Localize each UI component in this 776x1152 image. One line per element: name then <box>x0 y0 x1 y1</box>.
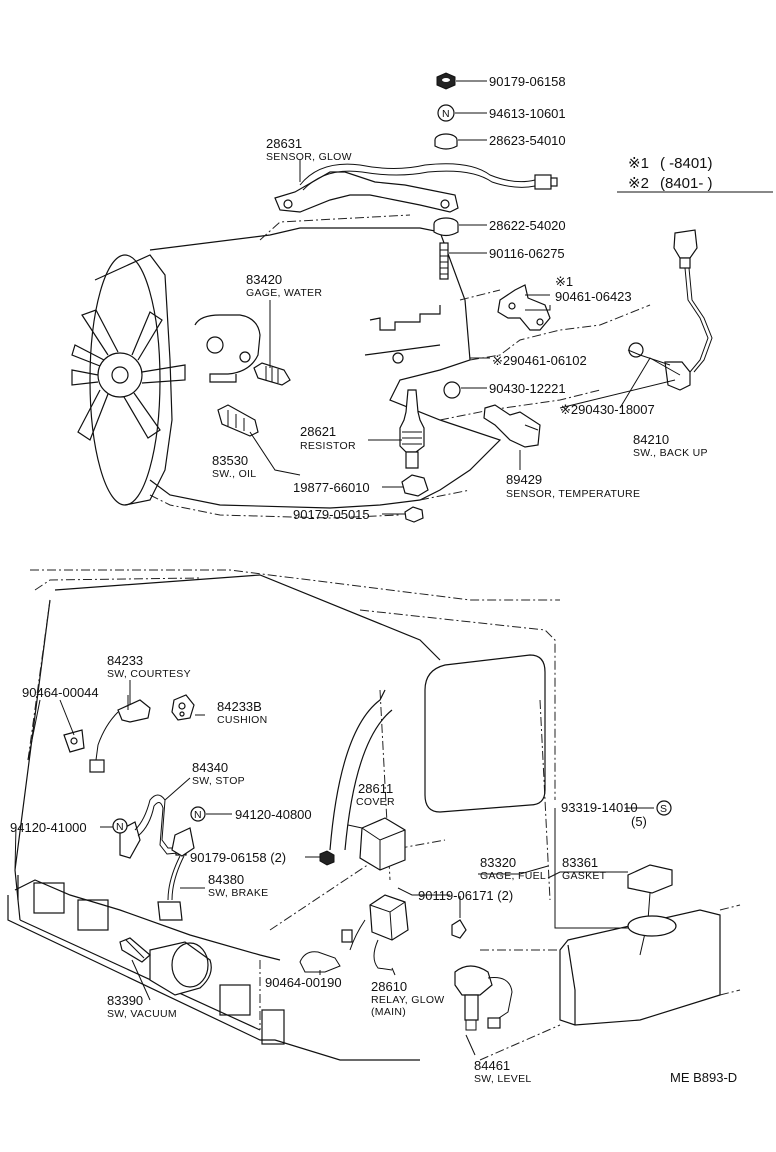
cushion-84233B <box>171 694 195 721</box>
label-num: 84461 <box>474 1058 510 1073</box>
label-num: 83320 <box>480 855 516 870</box>
part-labels: 90179-06158 94613-10601 28623-54010 2863… <box>10 74 708 1085</box>
label-num: ※1 <box>555 274 573 289</box>
label-num: 83530 <box>212 453 248 468</box>
nut-19877-66010 <box>401 474 429 497</box>
nut-94120-41000 <box>112 818 128 834</box>
water-gage-83420 <box>253 362 291 386</box>
label-name: RELAY, GLOW <box>371 994 445 1006</box>
label-name: SW., BACK UP <box>633 447 708 459</box>
vacuum-switch-83390 <box>119 937 151 963</box>
fan <box>71 309 186 441</box>
label-num: 94613-10601 <box>489 106 566 121</box>
courtesy-switch-84233 <box>89 695 151 773</box>
label-name: GAGE, FUEL <box>480 870 546 882</box>
label-num: 90119-06171 (2) <box>418 888 513 903</box>
label-num: 94120-40800 <box>235 807 312 822</box>
label-num: 84380 <box>208 872 244 887</box>
label-num: 93319-14010 <box>561 800 638 815</box>
svg-text:S: S <box>660 803 667 815</box>
label-num: 28621 <box>300 424 336 439</box>
engine-block-outline <box>71 214 651 519</box>
level-switch-84461 <box>454 965 513 1031</box>
label-num: 90116-06275 <box>489 246 565 261</box>
label-name: SW, BRAKE <box>208 887 268 899</box>
resistor-28621 <box>399 389 425 469</box>
label-name: SW, VACUUM <box>107 1008 177 1020</box>
label-name: SENSOR, GLOW <box>266 151 352 163</box>
clip-90464-00044 <box>63 729 85 753</box>
label-num: 90430-12221 <box>489 381 566 396</box>
label-name: SW., OIL <box>212 468 256 480</box>
label-num: 28623-54010 <box>489 133 566 148</box>
back-up-switch-84210 <box>628 229 713 391</box>
label-num: ※290430-18007 <box>560 402 655 417</box>
grommet-28622-54020 <box>433 217 459 237</box>
grommet-28623-54010 <box>434 133 458 150</box>
label-name: CUSHION <box>217 714 268 726</box>
label-num: 84233B <box>217 699 262 714</box>
label-num: 90179-05015 <box>293 507 370 522</box>
label-num: 19877-66010 <box>293 480 370 495</box>
nut-90179-05015 <box>404 506 424 523</box>
label-name: SW, STOP <box>192 775 245 787</box>
label-num: 89429 <box>506 472 542 487</box>
svg-text:N: N <box>442 108 450 120</box>
label-name: GAGE, WATER <box>246 287 322 299</box>
label-num: 90461-06423 <box>555 289 632 304</box>
fuel-gage-83320 <box>627 864 677 956</box>
nut-90179-06158-lower <box>319 850 335 866</box>
label-num: 84340 <box>192 760 228 775</box>
bracket-90461 <box>497 284 551 331</box>
stud-90116-06275 <box>439 242 449 280</box>
label-num: (5) <box>631 814 647 829</box>
label-name: RESISTOR <box>300 440 356 452</box>
legend-range-2: (8401- ) <box>660 175 713 192</box>
svg-text:N: N <box>194 809 202 821</box>
screw-93319-14010: S <box>656 800 672 816</box>
label-num: 28611 <box>358 781 393 796</box>
clip-90464-00190 <box>299 951 341 973</box>
washer-90430-12221 <box>443 381 461 399</box>
legend-mark-2: ※2 <box>628 175 649 192</box>
label-num: 90179-06158 (2) <box>190 850 286 865</box>
label-name: COVER <box>356 796 395 808</box>
label-num: 28610 <box>371 979 407 994</box>
label-name: SW, COURTESY <box>107 668 191 680</box>
label-num: 90179-06158 <box>489 74 566 89</box>
label-num: (MAIN) <box>371 1006 406 1018</box>
label-num: 90464-00190 <box>265 975 342 990</box>
leader-lines-lower <box>14 680 654 1056</box>
nut-94120-41000-symbol: N <box>116 821 124 833</box>
label-name: SENSOR, TEMPERATURE <box>506 488 640 500</box>
diagram-code: ME B893-D <box>670 1070 737 1085</box>
label-num: 83390 <box>107 993 143 1008</box>
cover-28611 <box>347 817 406 871</box>
washer-94613-10601: N <box>437 104 455 122</box>
label-num: 83361 <box>562 855 598 870</box>
legend-range-1: ( -8401) <box>660 155 713 172</box>
nut-90179-06158 <box>436 72 456 90</box>
brake-switch-84380: N <box>157 806 206 921</box>
label-num: 94120-41000 <box>10 820 87 835</box>
label-num: 28622-54020 <box>489 218 566 233</box>
label-num: 83420 <box>246 272 282 287</box>
bolt-90119-06171 <box>451 919 467 939</box>
label-num: 84210 <box>633 432 669 447</box>
legend-text: ※1 ( -8401) ※2 (8401- ) <box>628 155 713 192</box>
legend-mark-1: ※1 <box>628 155 649 172</box>
label-num: ※290461-06102 <box>492 353 587 368</box>
label-num: 84233 <box>107 653 143 668</box>
label-num: 90464-00044 <box>22 685 99 700</box>
label-name: SW, LEVEL <box>474 1073 532 1085</box>
temperature-sensor-89429 <box>483 404 541 448</box>
cab-outline <box>7 569 741 1061</box>
label-num: 28631 <box>266 136 302 151</box>
glow-relay-28610 <box>341 894 409 971</box>
label-name: GASKET <box>562 870 607 882</box>
oil-switch-83530 <box>217 404 259 437</box>
leader-lines-upper <box>249 80 681 515</box>
glow-sensor-28631 <box>274 163 558 213</box>
